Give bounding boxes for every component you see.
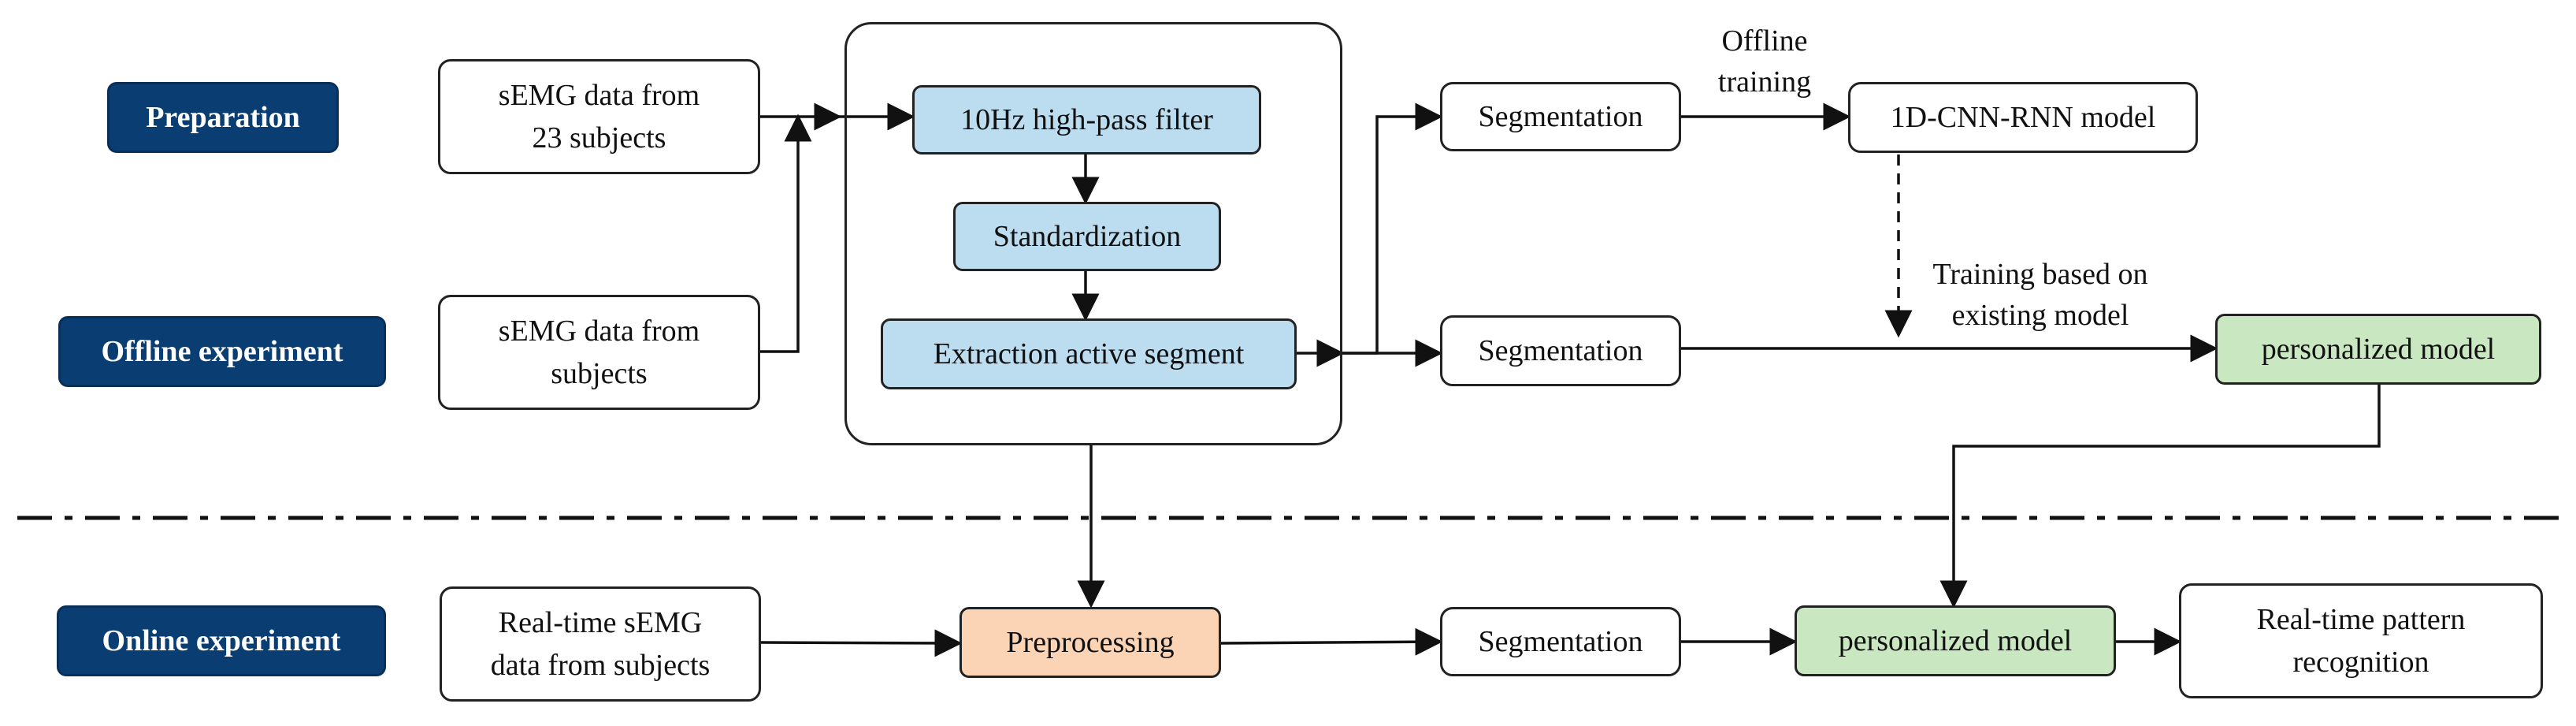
input-realtime-semg: Real-time sEMG data from subjects bbox=[440, 586, 761, 702]
step-highpass-filter: 10Hz high-pass filter bbox=[912, 85, 1261, 155]
stage-preparation: Preparation bbox=[107, 82, 339, 153]
arrow-subjects-to-filter bbox=[760, 114, 812, 353]
segmentation-bottom: Segmentation bbox=[1440, 607, 1681, 676]
segmentation-top: Segmentation bbox=[1440, 82, 1681, 151]
label-offline-training: Offline training bbox=[1717, 24, 1812, 99]
input-semg-subjects: sEMG data from subjects bbox=[438, 295, 760, 410]
input-semg-23-subjects: sEMG data from 23 subjects bbox=[438, 59, 760, 174]
arrow-junction-to-seg-top bbox=[1342, 102, 1443, 355]
model-personalized-online: personalized model bbox=[1795, 605, 2116, 676]
stage-offline-experiment: Offline experiment bbox=[58, 316, 386, 387]
model-1d-cnn-rnn: 1D-CNN-RNN model bbox=[1848, 82, 2198, 153]
label-training-existing-model: Training based on existing model bbox=[1932, 258, 2148, 332]
output-realtime-recognition: Real-time pattern recognition bbox=[2179, 583, 2543, 698]
arrow-preprocessing-to-seg-bottom bbox=[1220, 627, 1443, 656]
preprocessing-group-box bbox=[844, 22, 1342, 445]
model-personalized-offline: personalized model bbox=[2215, 314, 2541, 385]
arrow-realtime-to-preprocessing bbox=[760, 629, 963, 657]
segmentation-middle: Segmentation bbox=[1440, 315, 1681, 386]
stage-online-experiment: Online experiment bbox=[57, 605, 386, 676]
step-preprocessing: Preprocessing bbox=[960, 607, 1221, 678]
arrow-personalized-to-online bbox=[1939, 385, 2381, 609]
step-extraction-active-segment: Extraction active segment bbox=[881, 318, 1297, 389]
step-standardization: Standardization bbox=[953, 202, 1221, 271]
